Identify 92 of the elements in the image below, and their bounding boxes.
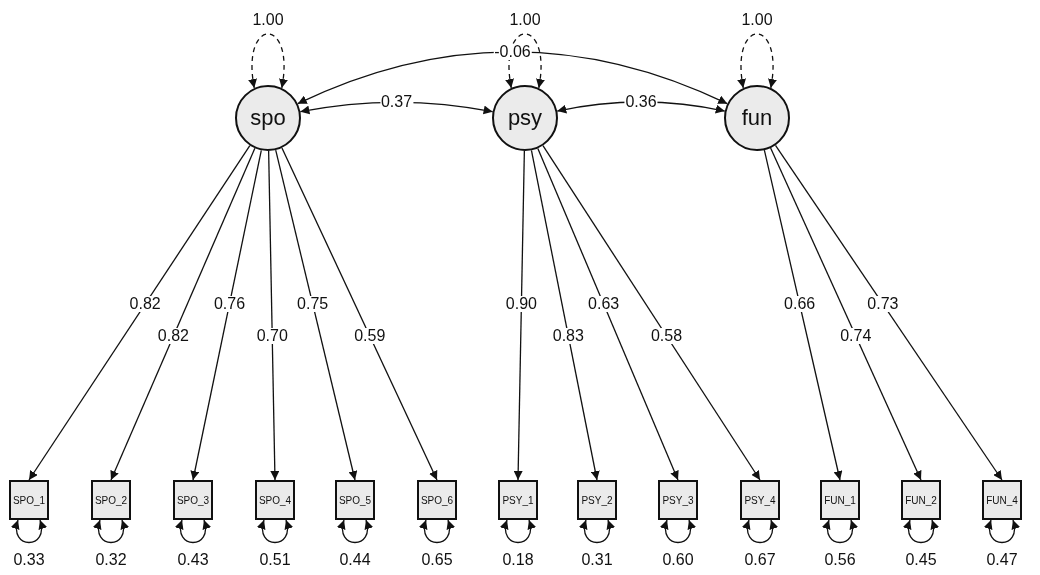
variance-loop — [505, 33, 545, 89]
residual-loop — [419, 519, 455, 544]
edge-label: 0.18 — [501, 552, 535, 568]
variable-name: PSY_1 — [502, 494, 534, 506]
edge-label: 0.32 — [94, 552, 128, 568]
residual-loop — [822, 519, 858, 544]
variable-name: SPO_3 — [176, 494, 210, 506]
variable-name: PSY_3 — [662, 494, 694, 506]
edge-label: 0.73 — [866, 296, 900, 312]
observed-variable-box — [9, 480, 49, 520]
loading-arrow — [281, 147, 438, 481]
variable-name: SPO_4 — [258, 494, 292, 506]
observed-variable-box — [417, 480, 457, 520]
observed-variable-box — [173, 480, 213, 520]
variable-name: SPO_5 — [338, 494, 372, 506]
observed-variable-box — [91, 480, 131, 520]
edge-label: 0.66 — [783, 296, 817, 312]
loading-arrow — [275, 149, 358, 481]
covariance-arrow — [297, 51, 728, 105]
edge-label: 0.33 — [12, 552, 46, 568]
edge-label: 0.83 — [551, 328, 585, 344]
variance-loop — [248, 33, 288, 89]
variable-name: fun — [741, 105, 773, 131]
loading-arrow — [513, 150, 525, 481]
loading-arrow — [190, 149, 262, 481]
edge-label: 1.00 — [508, 12, 542, 28]
edge-label: 0.44 — [338, 552, 372, 568]
loading-arrow — [268, 150, 280, 481]
variable-name: psy — [507, 105, 543, 131]
observed-variable-box — [498, 480, 538, 520]
residual-loop — [742, 519, 778, 544]
loading-arrow — [530, 149, 600, 481]
latent-variable-circle — [235, 85, 301, 151]
edge-label: 0.82 — [128, 296, 162, 312]
residual-loop — [257, 519, 293, 544]
residual-loop — [11, 519, 47, 544]
residual-loop — [579, 519, 615, 544]
loading-arrow — [28, 144, 251, 481]
edge-label: 0.60 — [661, 552, 695, 568]
variable-name: spo — [250, 105, 286, 131]
variable-name: SPO_1 — [12, 494, 46, 506]
loading-arrow — [763, 149, 843, 481]
residual-loop — [175, 519, 211, 544]
observed-variable-box — [335, 480, 375, 520]
edge-label: 1.00 — [740, 12, 774, 28]
variable-name: SPO_6 — [420, 494, 454, 506]
edge-label: 0.82 — [156, 328, 190, 344]
observed-variable-box — [820, 480, 860, 520]
edge-label: 0.63 — [587, 296, 621, 312]
edge-label: 0.31 — [580, 552, 614, 568]
edge-label: 0.65 — [420, 552, 454, 568]
latent-variable-circle — [724, 85, 790, 151]
edge-label: 0.90 — [504, 296, 538, 312]
edge-label: 0.76 — [212, 296, 246, 312]
edge-label: 0.36 — [624, 94, 658, 110]
variable-name: FUN_4 — [986, 494, 1018, 506]
edge-label: -0.06 — [493, 43, 532, 60]
loading-arrow — [774, 144, 1003, 481]
observed-variable-box — [740, 480, 780, 520]
residual-loop — [500, 519, 536, 544]
observed-variable-box — [982, 480, 1022, 520]
residual-loop — [337, 519, 373, 544]
variable-name: PSY_2 — [581, 494, 613, 506]
residual-loop — [903, 519, 939, 544]
edge-label: 0.45 — [904, 552, 938, 568]
variable-name: FUN_1 — [824, 494, 856, 506]
residual-loop — [984, 519, 1020, 544]
edge-label: 0.47 — [985, 552, 1019, 568]
observed-variable-box — [577, 480, 617, 520]
edge-label: 1.00 — [251, 12, 285, 28]
edge-label: 0.43 — [176, 552, 210, 568]
edge-label: 0.59 — [353, 328, 387, 344]
observed-variable-box — [255, 480, 295, 520]
edge-label: 0.75 — [296, 296, 330, 312]
variance-loop — [737, 33, 777, 89]
loading-arrow — [110, 147, 256, 481]
loading-arrow — [769, 147, 922, 481]
loading-arrow — [542, 145, 761, 481]
edge-label: 0.56 — [823, 552, 857, 568]
variable-name: SPO_2 — [94, 494, 128, 506]
loading-arrow — [537, 147, 679, 481]
residual-loop — [93, 519, 129, 544]
variable-name: FUN_2 — [905, 494, 937, 506]
observed-variable-box — [901, 480, 941, 520]
variable-name: PSY_4 — [744, 494, 776, 506]
edge-label: 0.58 — [649, 328, 684, 344]
residual-loop — [660, 519, 696, 544]
edge-label: 0.74 — [839, 328, 873, 344]
edge-label: 0.51 — [258, 552, 292, 568]
edge-label: 0.70 — [255, 328, 289, 344]
observed-variable-box — [658, 480, 698, 520]
edge-label: 0.67 — [743, 552, 777, 568]
